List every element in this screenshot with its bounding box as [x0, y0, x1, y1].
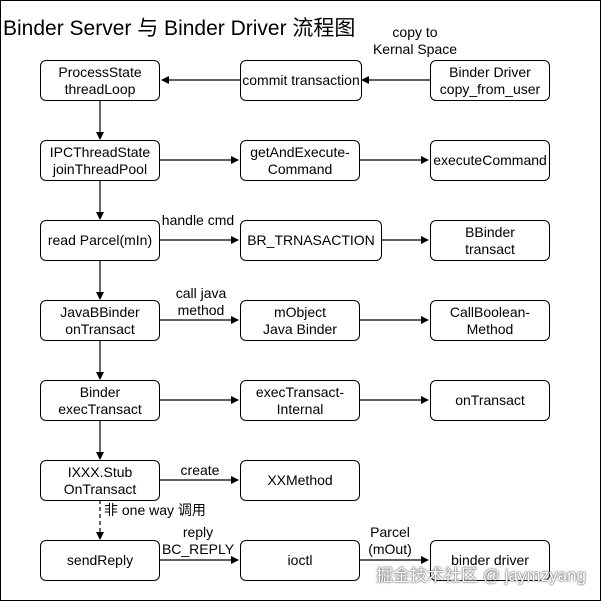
node-mobject: mObject Java Binder	[240, 300, 360, 341]
label-reply: reply BC_REPLY	[161, 524, 235, 557]
node-call-boolean-method: CallBoolean- Method	[430, 300, 550, 341]
label-create: create	[180, 462, 220, 478]
node-binder-driver-copy: Binder Driver copy_from_user	[430, 60, 550, 101]
node-ipc-thread-state: IPCThreadState joinThreadPool	[40, 140, 160, 181]
diagram-title: Binder Server 与 Binder Driver 流程图	[3, 17, 356, 40]
node-get-and-execute: getAndExecute- Command	[240, 140, 360, 181]
node-binder-exec-transact: Binder execTransact	[40, 380, 160, 421]
node-read-parcel: read Parcel(mIn)	[40, 220, 160, 261]
node-xxmethod: XXMethod	[240, 460, 360, 501]
node-execute-command: executeCommand	[430, 140, 550, 181]
node-bbinder-transact: BBinder transact	[430, 220, 550, 261]
label-copy-to: copy to Kernal Space	[372, 24, 458, 57]
node-exec-transact-internal: execTransact- Internal	[240, 380, 360, 421]
node-br-transaction: BR_TRNASACTION	[240, 220, 382, 261]
watermark: 掘金技术社区 @ jaymzyang	[376, 566, 586, 585]
node-commit-transaction: commit transaction	[240, 60, 362, 101]
node-send-reply: sendReply	[40, 540, 160, 581]
node-process-state: ProcessState threadLoop	[40, 60, 160, 101]
node-ioctl: ioctl	[240, 540, 360, 581]
node-binder-driver: binder driver	[430, 540, 550, 581]
node-ixxx-stub: IXXX.Stub OnTransact	[40, 460, 160, 501]
label-call-java: call java method	[175, 285, 227, 318]
label-handle-cmd: handle cmd	[161, 212, 235, 228]
node-on-transact: onTransact	[430, 380, 550, 421]
label-non-oneway: 非 one way 调用	[104, 502, 206, 518]
label-parcel: Parcel (mOut)	[368, 524, 412, 557]
node-java-bbinder: JavaBBinder onTransact	[40, 300, 160, 341]
